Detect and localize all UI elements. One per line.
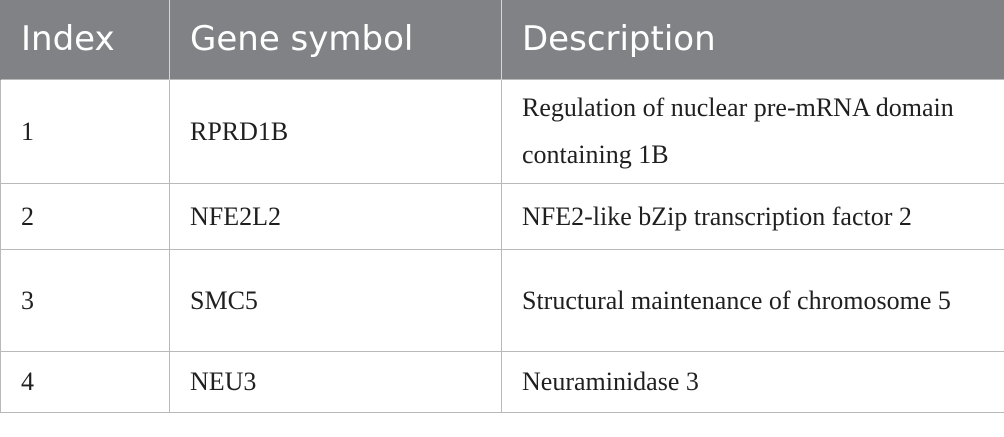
header-gene-symbol: Gene symbol [169, 0, 502, 79]
table-row: 1 RPRD1B Regulation of nuclear pre-mRNA … [0, 78, 1004, 184]
table-row: 2 NFE2L2 NFE2-like bZip transcription fa… [0, 182, 1004, 250]
cell-description: NFE2-like bZip transcription factor 2 [501, 182, 1004, 250]
cell-gene-symbol: NEU3 [169, 350, 502, 413]
cell-description: Neuraminidase 3 [501, 350, 1004, 413]
header-description: Description [501, 0, 1004, 79]
cell-gene-symbol: RPRD1B [169, 78, 502, 184]
cell-index: 4 [0, 350, 170, 413]
table-body: 1 RPRD1B Regulation of nuclear pre-mRNA … [0, 78, 1004, 413]
header-index: Index [0, 0, 170, 79]
cell-index: 1 [0, 78, 170, 184]
cell-index: 2 [0, 182, 170, 250]
cell-gene-symbol: NFE2L2 [169, 182, 502, 250]
cell-description: Regulation of nuclear pre-mRNA domain co… [501, 78, 1004, 184]
table-row: 4 NEU3 Neuraminidase 3 [0, 350, 1004, 413]
table-header: Index Gene symbol Description [0, 0, 1004, 79]
cell-gene-symbol: SMC5 [169, 248, 502, 352]
cell-index: 3 [0, 248, 170, 352]
header-row: Index Gene symbol Description [0, 0, 1004, 79]
gene-table: Index Gene symbol Description 1 RPRD1B R… [0, 0, 1004, 413]
table-row: 3 SMC5 Structural maintenance of chromos… [0, 248, 1004, 352]
cell-description: Structural maintenance of chromosome 5 [501, 248, 1004, 352]
